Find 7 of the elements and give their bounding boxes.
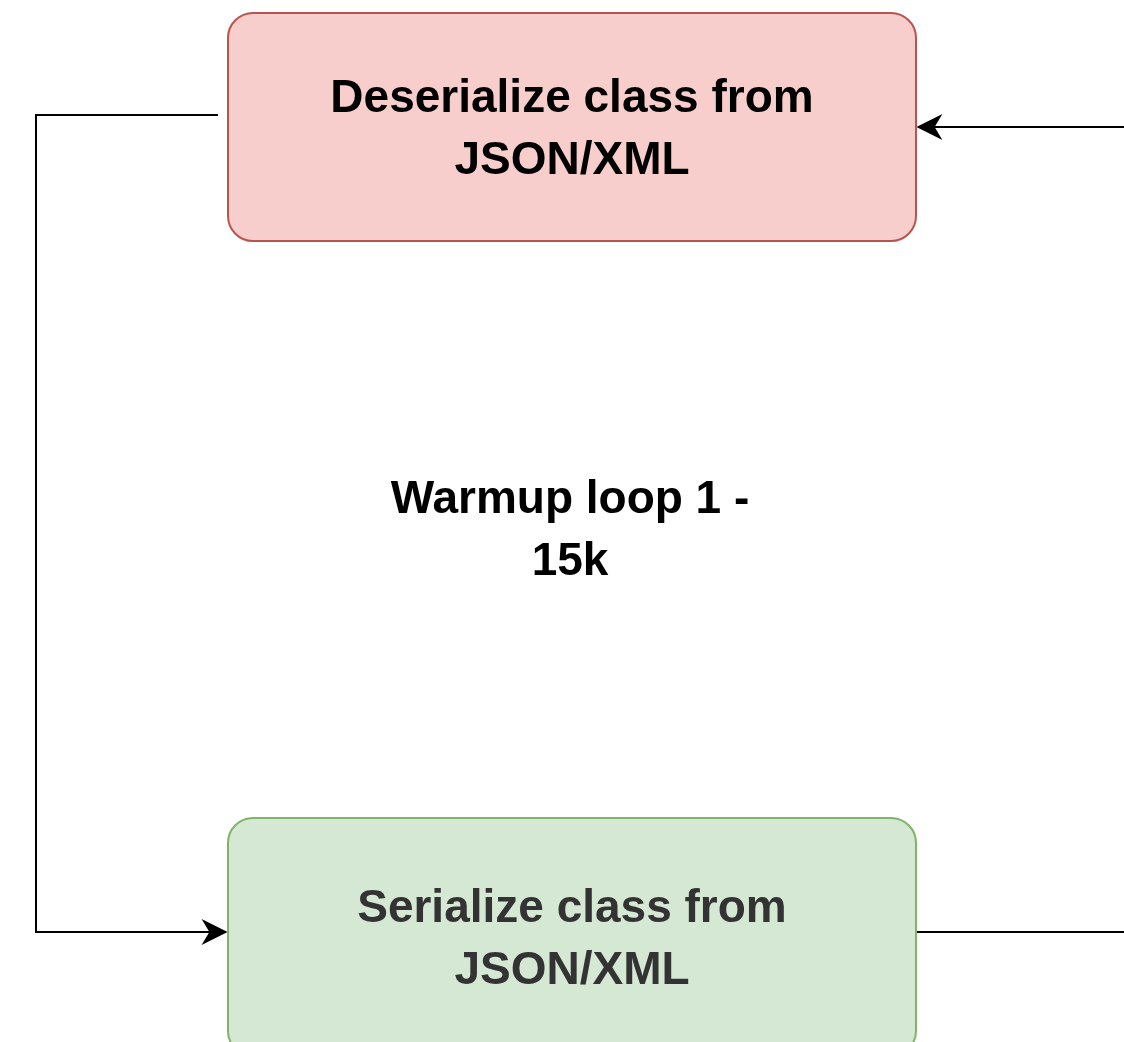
connector-arrow (916, 114, 1124, 933)
box-label: Deserialize class from JSON/XML (329, 68, 815, 186)
process-box (227, 817, 917, 1042)
process-box (227, 12, 917, 242)
box-label: Serialize class from JSON/XML (356, 878, 788, 996)
loop-label: Warmup loop 1 - 15k (389, 470, 751, 588)
connector-arrow (35, 114, 228, 945)
